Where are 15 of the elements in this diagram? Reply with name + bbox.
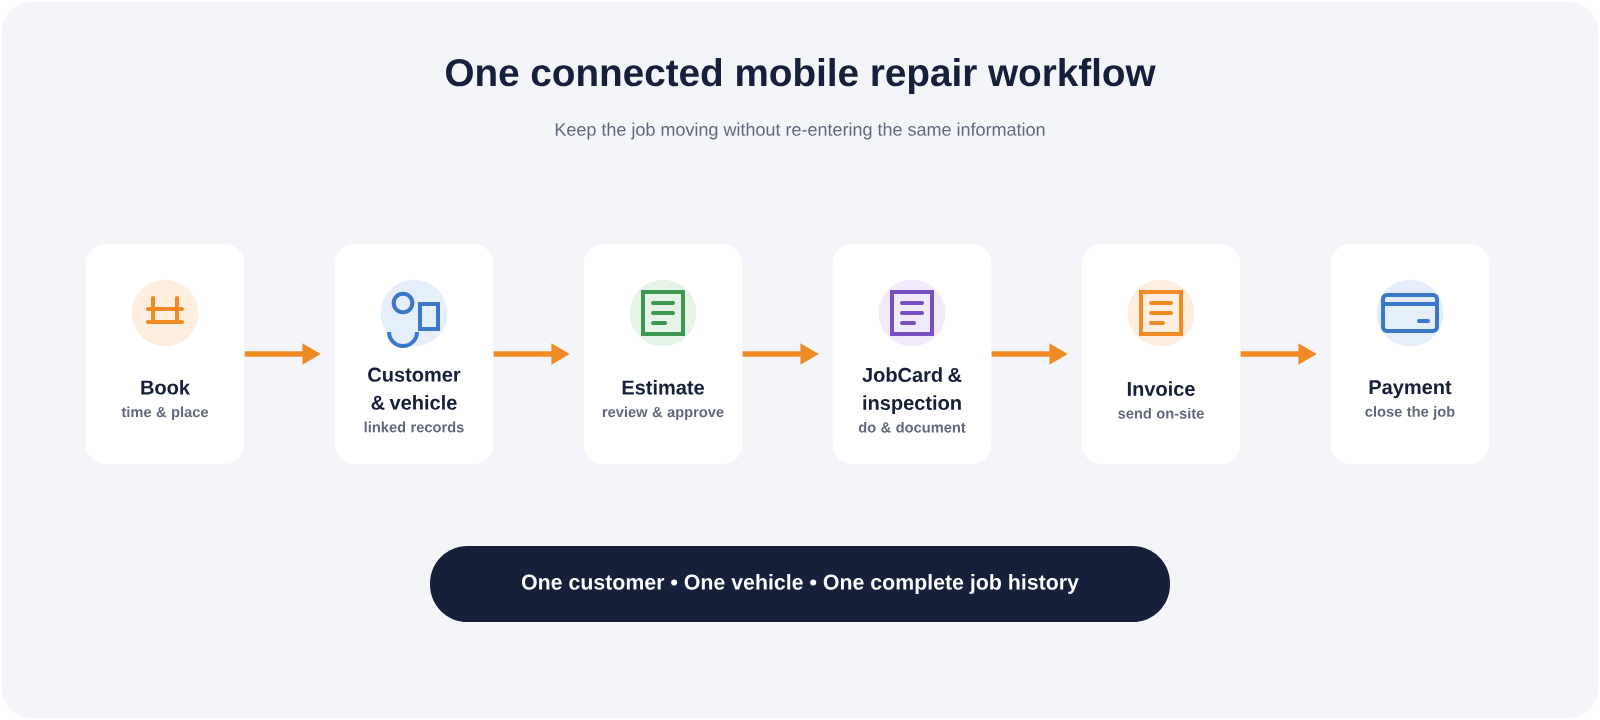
summary-pill: One customer • One vehicle • One complete job history: [430, 546, 1170, 622]
step-title: Book: [141, 379, 191, 395]
step-description: close the job: [1365, 406, 1455, 420]
step-description: do & document: [858, 421, 966, 433]
step-description: review & approve: [602, 406, 724, 421]
step-title: Customer & vehicle: [368, 367, 461, 410]
step-description: time & place: [121, 406, 209, 421]
subtitle: Keep the job moving without re-entering the same information: [555, 122, 1045, 140]
step-title: Estimate: [622, 379, 704, 395]
step-description: linked records: [364, 421, 464, 433]
step-title: Invoice: [1127, 381, 1195, 396]
step-title: JobCard & inspection: [862, 367, 962, 414]
step-description: send on-site: [1118, 407, 1204, 419]
title: One connected mobile repair workflow: [446, 57, 1156, 94]
step-title: Payment: [1369, 380, 1452, 399]
